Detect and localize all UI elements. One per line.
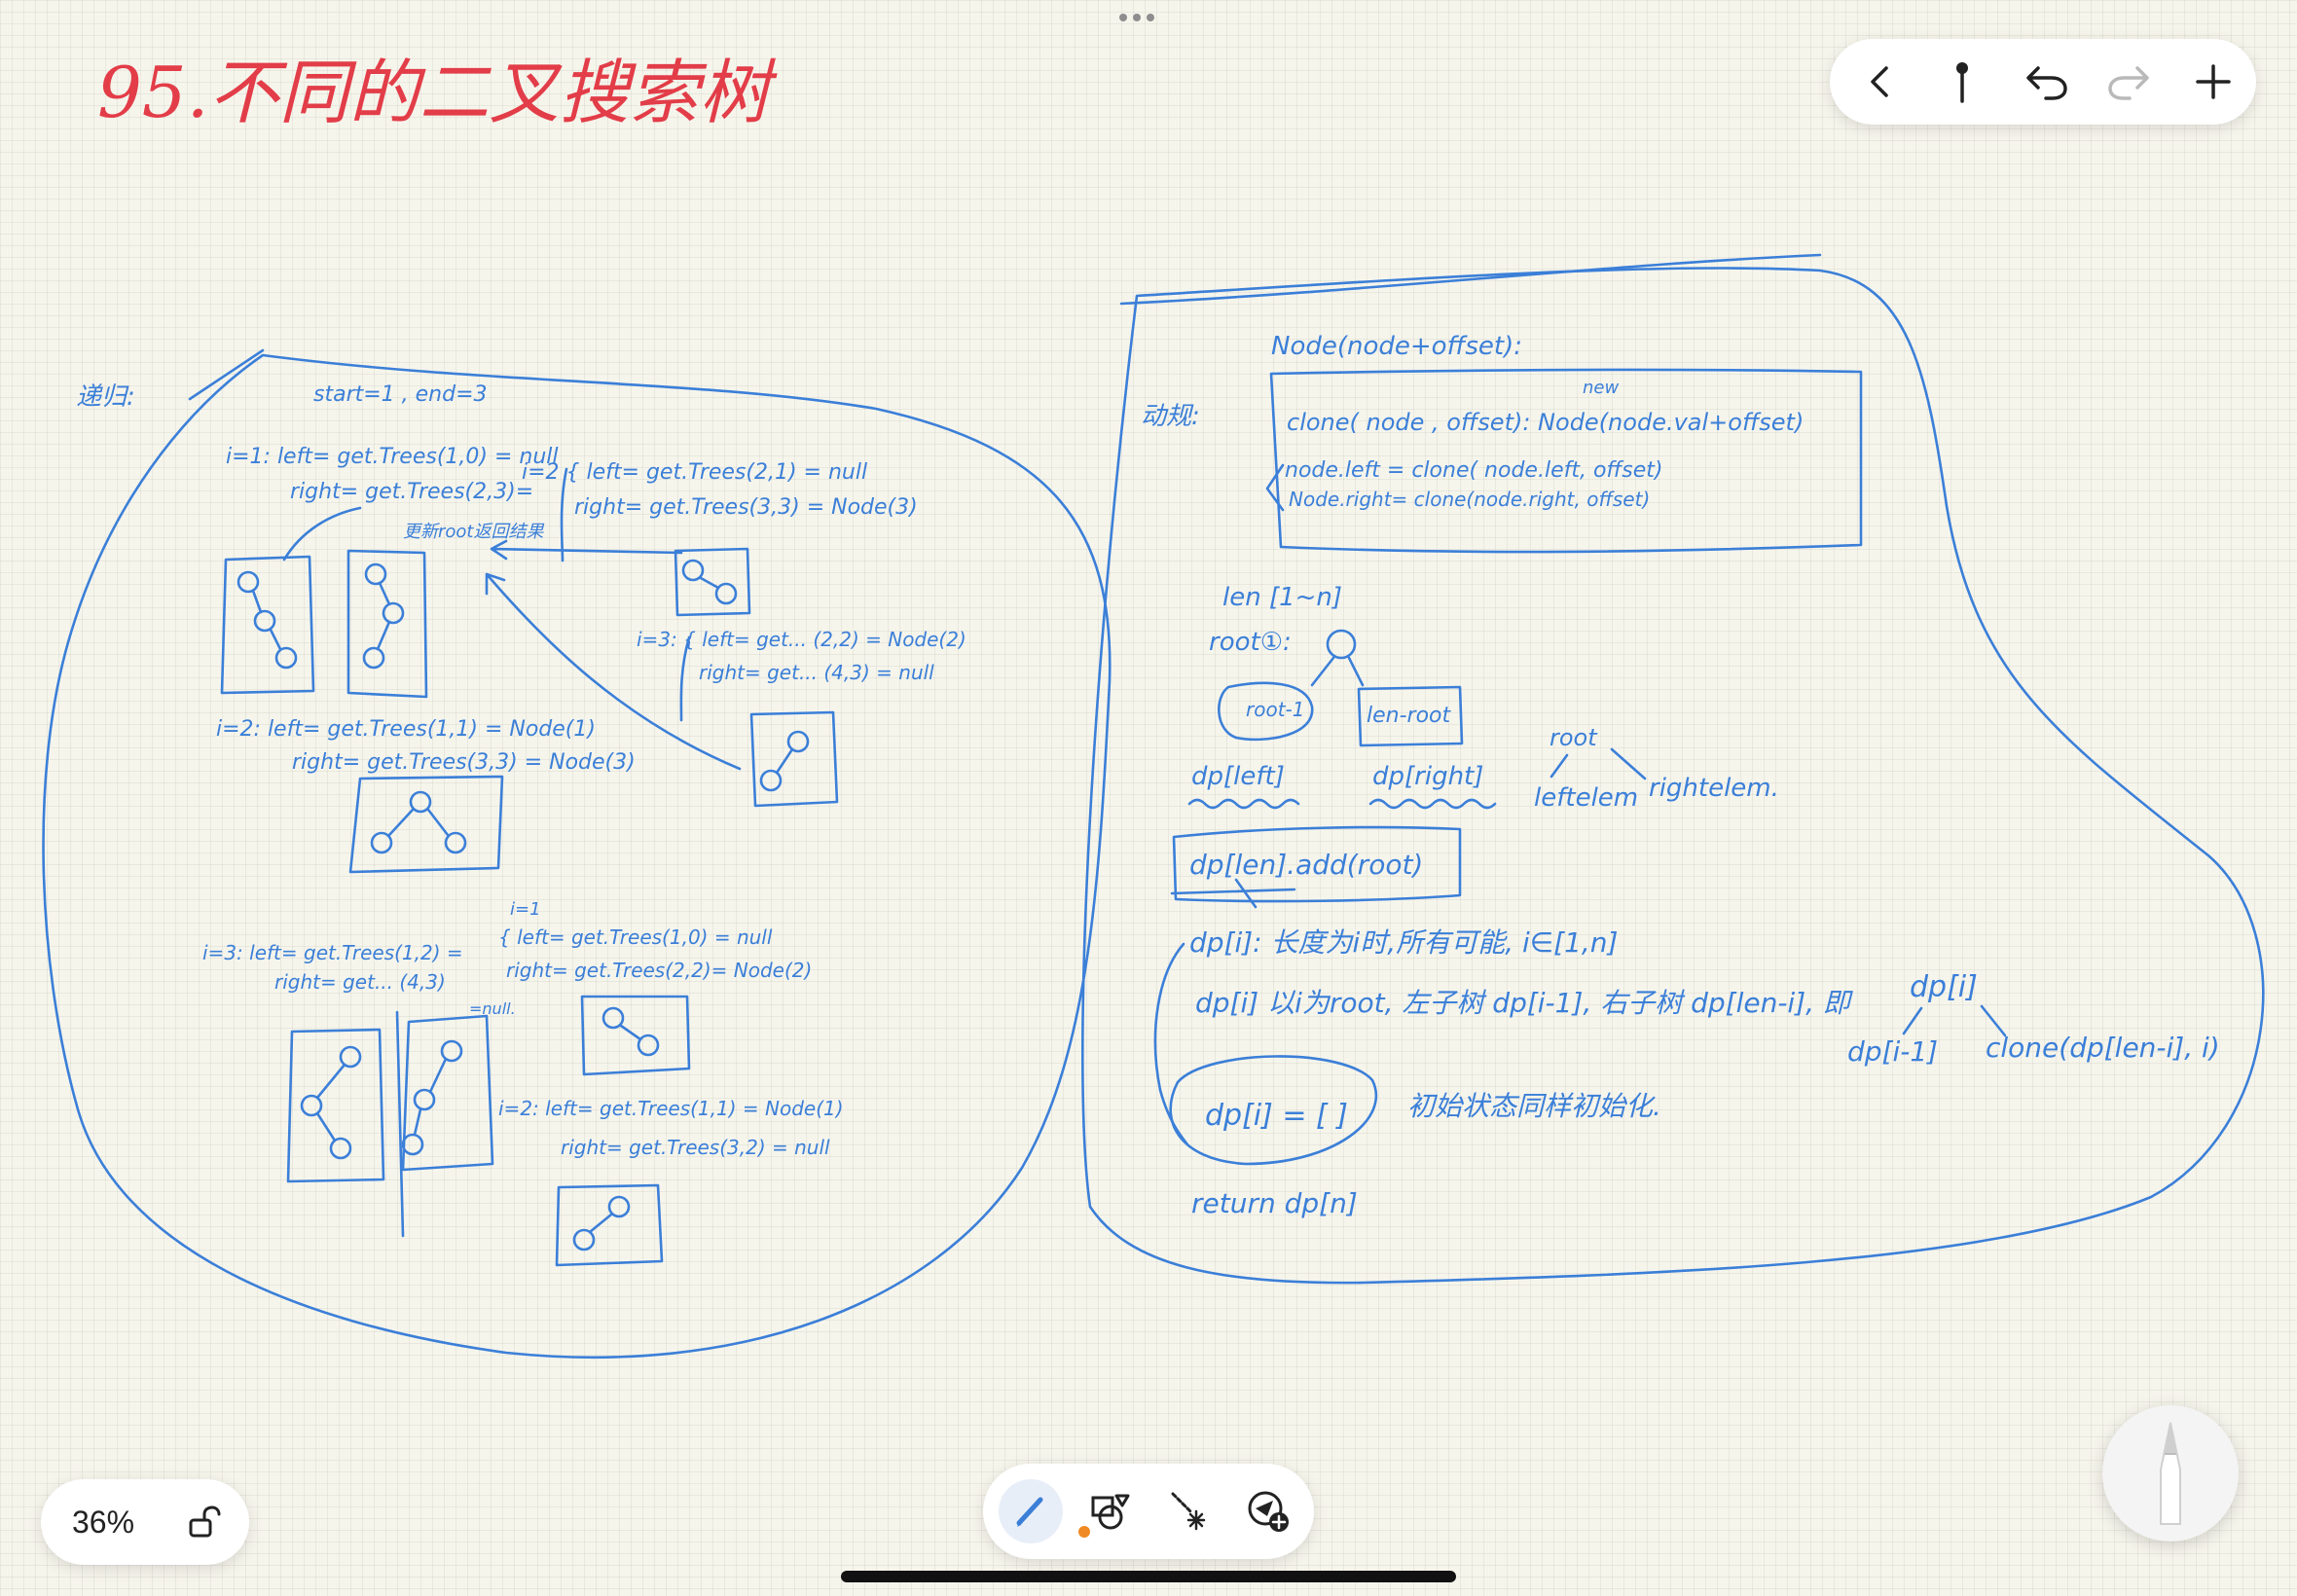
brace-i3sub (679, 635, 691, 722)
i3sub-left-line: i=3: { left= get... (2,2) = Node(2) (637, 628, 966, 651)
zoom-level: 36% (72, 1505, 135, 1540)
init-expression: dp[i] = [ ] (1205, 1099, 1348, 1133)
len-root-label: len-root (1367, 704, 1451, 728)
tree-box-h (580, 995, 691, 1076)
dp-section-label: 动规: (1141, 402, 1200, 431)
init-note: 初始状态同样初始化. (1407, 1090, 1661, 1122)
dp-add-line: dp[len].add(root) (1189, 849, 1423, 881)
chevron-left-icon[interactable] (1851, 53, 1910, 111)
len-line: len [1~n] (1222, 583, 1342, 612)
tree-box-f (286, 1028, 385, 1183)
apple-pencil-icon[interactable] (2102, 1405, 2239, 1542)
i2sub-left-line: i=2 { left= get.Trees(2,1) = null (522, 460, 867, 485)
more-options-icon[interactable] (1119, 14, 1154, 21)
clone-line: clone( node , offset): Node(node.val+off… (1287, 409, 1804, 436)
return-line: return dp[n] (1191, 1187, 1358, 1219)
dp-left-label: dp[left] (1191, 762, 1285, 791)
brace-i2sub (560, 467, 568, 562)
undo-icon[interactable] (2017, 53, 2075, 111)
root-word: root (1550, 724, 1598, 751)
home-indicator[interactable] (841, 1571, 1456, 1582)
tree-box-i (555, 1183, 664, 1267)
clone-brace (1265, 463, 1285, 512)
arrow-from-tree2 (485, 572, 742, 771)
root-update-note: 更新root返回结果 (403, 522, 544, 542)
init-ellipse (1169, 1055, 1378, 1166)
i3-right-line: right= get... (4,3) (274, 970, 446, 994)
arrow-to-boxes (282, 506, 362, 562)
clone-box (1269, 368, 1863, 554)
null-note: =null. (469, 999, 516, 1018)
leftelem-label: leftelem (1534, 783, 1638, 813)
divider-stroke (395, 1010, 405, 1238)
i2-left-line: i=2: left= get.Trees(1,1) = Node(1) (216, 717, 596, 742)
right-top-stroke (1119, 253, 1822, 306)
len-root-box (1357, 685, 1464, 747)
dp-definition: dp[i]: 长度为i时,所有可能, i∈[1,n] (1189, 926, 1618, 959)
eraser-add-icon[interactable] (1236, 1479, 1300, 1543)
i2sub-right-line: right= get.Trees(3,3) = Node(3) (574, 495, 918, 520)
i2-right-line: right= get.Trees(3,3) = Node(3) (292, 750, 636, 775)
inner-left-line: { left= get.Trees(1,0) = null (498, 925, 773, 949)
ii2-right-line: right= get.Trees(3,2) = null (561, 1136, 830, 1159)
root-line: root①: (1209, 628, 1292, 657)
params-line: start=1 , end=3 (313, 382, 488, 407)
dp-right-label: dp[right] (1372, 762, 1483, 791)
redo-icon[interactable] (2100, 53, 2159, 111)
tree-box-e (348, 775, 504, 874)
inner-right-line: right= get.Trees(2,2)= Node(2) (506, 959, 812, 982)
pin-icon[interactable] (1933, 53, 1991, 111)
tree-box-c (674, 547, 751, 617)
recursion-label: 递归: (76, 382, 135, 412)
i3sub-right-line: right= get... (4,3) = null (699, 661, 934, 684)
plus-icon[interactable] (2184, 53, 2242, 111)
clone-left-line: node.left = clone( node.left, offset) (1285, 458, 1663, 483)
tree-box-a (220, 555, 315, 695)
color-indicator (1078, 1526, 1090, 1538)
arrow-from-tree1 (490, 539, 683, 561)
dp-i-label: dp[i] (1910, 970, 1978, 1004)
rightelem-label: rightelem. (1649, 774, 1779, 803)
root-minus-blob (1218, 681, 1314, 742)
shapes-tool-icon[interactable] (1078, 1479, 1143, 1543)
tool-dock (983, 1464, 1314, 1559)
dp-add-underline (1170, 878, 1296, 909)
lasso-tool-icon[interactable] (1158, 1479, 1222, 1543)
tree-box-g (401, 1014, 494, 1172)
lock-icon[interactable] (177, 1497, 232, 1547)
dp-add-box (1172, 825, 1462, 903)
clone-dp-label: clone(dp[len-i], i) (1986, 1032, 2220, 1064)
clone-right-line: Node.right= clone(node.right, offset) (1289, 488, 1650, 511)
zoom-control[interactable]: 36% (41, 1479, 249, 1565)
tree-box-d (749, 710, 839, 808)
i3-left-line: i=3: left= get.Trees(1,2) = (202, 941, 463, 964)
root-minus-label: root-1 (1246, 698, 1304, 721)
left-section-slash (188, 348, 265, 401)
dp-i-edges (1902, 1004, 2007, 1037)
i1-right-line: right= get.Trees(2,3)= (290, 480, 533, 504)
dp-right-wave (1368, 798, 1497, 810)
dp-brace (1153, 942, 1189, 1146)
node-signature: Node(node+offset): (1271, 332, 1522, 361)
tree-box-b (346, 549, 428, 699)
page-title: 95.不同的二叉搜索树 (97, 52, 779, 133)
new-word: new (1583, 378, 1619, 398)
dp-left-wave (1187, 798, 1300, 810)
dp-i-minus-1: dp[i-1] (1847, 1035, 1938, 1068)
top-toolbar (1830, 39, 2256, 125)
root-node-circle (1326, 629, 1357, 660)
i1-left-line: i=1: left= get.Trees(1,0) = null (226, 445, 559, 469)
root-edges (1310, 656, 1365, 687)
inner-i-label: i=1 (510, 899, 541, 920)
pen-tool-icon[interactable] (999, 1479, 1063, 1543)
root-word-edges (1550, 747, 1647, 780)
left-section-outline (42, 353, 1112, 1360)
dp-transition: dp[i] 以i为root, 左子树 dp[i-1], 右子树 dp[len-i… (1195, 987, 1854, 1019)
right-section-outline (1081, 267, 2265, 1285)
ii2-left-line: i=2: left= get.Trees(1,1) = Node(1) (498, 1097, 844, 1120)
